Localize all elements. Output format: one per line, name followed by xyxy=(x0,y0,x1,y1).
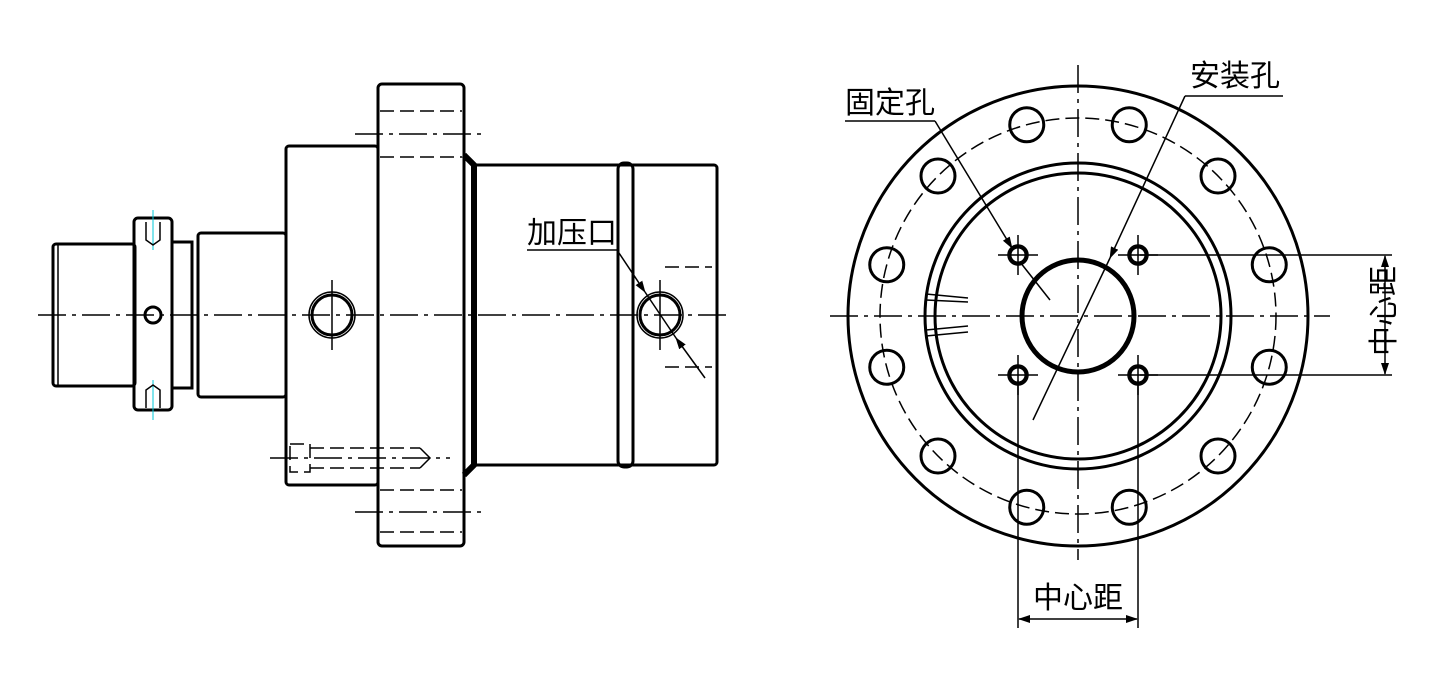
body xyxy=(472,163,719,467)
bolt-hole xyxy=(1110,106,1148,144)
bolt-hole xyxy=(1199,437,1237,475)
flange xyxy=(376,82,466,548)
fixing-hole xyxy=(998,235,1038,275)
flange-outline xyxy=(846,84,1310,548)
bolt-hole xyxy=(1008,106,1046,144)
bolt-hole xyxy=(868,348,906,386)
side-view: 加压口 xyxy=(38,82,726,548)
center-bore xyxy=(1019,257,1137,375)
bolt-hidden xyxy=(270,443,450,473)
front-view: 中心距 中心距 固定孔 安装孔 xyxy=(830,59,1402,628)
collar-hole xyxy=(143,305,163,325)
bolt-hole xyxy=(919,437,957,475)
neck xyxy=(170,240,194,390)
fixing-hole-label: 固定孔 xyxy=(845,86,935,121)
bolt-holes xyxy=(868,106,1288,526)
bolt-hole xyxy=(1250,246,1288,284)
bolt-hole xyxy=(1008,488,1046,526)
groove xyxy=(616,161,635,469)
bolt-hole xyxy=(919,157,957,195)
mounting-hole-label: 安装孔 xyxy=(1190,59,1280,94)
bolt-hole xyxy=(1199,157,1237,195)
bolt-circle xyxy=(879,117,1277,515)
bolt-hole xyxy=(868,246,906,284)
bolt-hole xyxy=(1110,488,1148,526)
center-distance-horizontal-label: 中心距 xyxy=(1033,581,1123,616)
pressure-port-label: 加压口 xyxy=(527,216,617,251)
center-distance-vertical-label: 中心距 xyxy=(1367,266,1402,356)
bolt-hole xyxy=(1250,348,1288,386)
